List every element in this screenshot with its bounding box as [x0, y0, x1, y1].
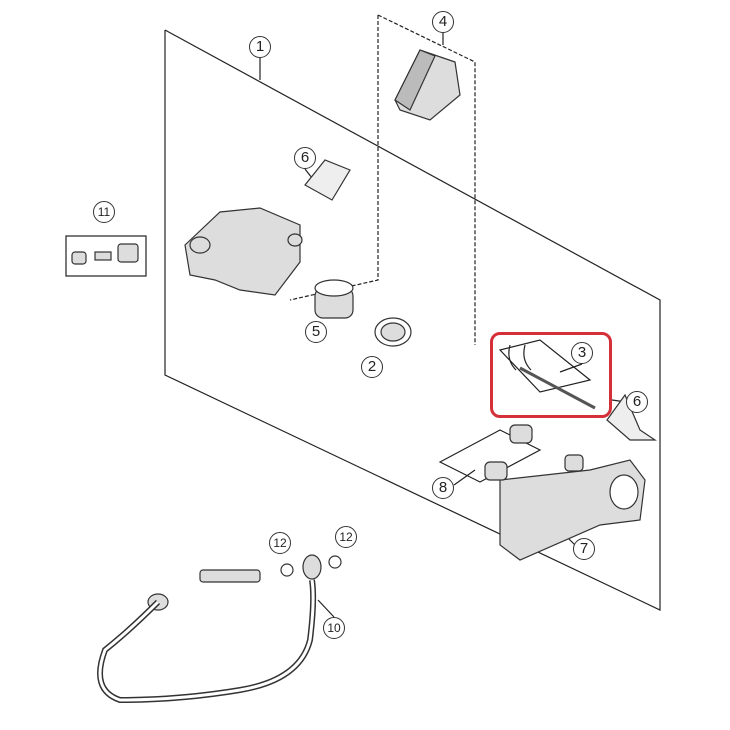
callout-12b[interactable]: 12	[335, 526, 357, 548]
callout-5[interactable]: 5	[305, 321, 327, 343]
inner-frame	[377, 14, 476, 345]
callout-12a[interactable]: 12	[269, 532, 291, 554]
brake-hose	[97, 579, 317, 704]
main-frame	[164, 29, 661, 611]
callout-4[interactable]: 4	[432, 11, 454, 33]
caliper-bracket	[499, 459, 646, 561]
callout-6[interactable]: 6	[294, 147, 316, 169]
callout-7[interactable]: 7	[573, 538, 595, 560]
callout-8[interactable]: 8	[432, 477, 454, 499]
callout-2[interactable]: 2	[361, 356, 383, 378]
callout-3[interactable]: 3	[571, 342, 593, 364]
callout-10[interactable]: 10	[323, 617, 345, 639]
callout-11[interactable]: 11	[93, 201, 115, 223]
pad-clip	[304, 159, 351, 201]
callout-1[interactable]: 1	[249, 36, 271, 58]
highlight-box-part-3	[490, 332, 612, 418]
callout-6b[interactable]: 6	[626, 391, 648, 413]
caliper-body	[184, 207, 301, 296]
